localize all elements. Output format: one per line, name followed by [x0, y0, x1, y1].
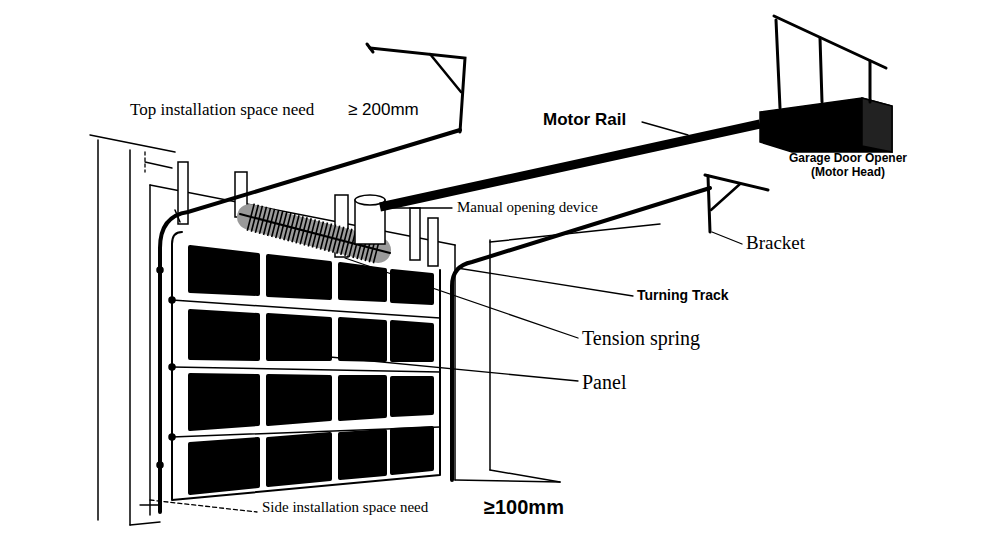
- dimension-value: ≥100mm: [484, 496, 564, 519]
- part-label: Turning Track: [637, 287, 729, 303]
- dimension-note: Top installation space need: [130, 100, 314, 120]
- part-label: Garage Door Opener (Motor Head): [781, 152, 915, 180]
- part-label: Motor Rail: [543, 110, 626, 130]
- part-label: Tension spring: [582, 327, 700, 350]
- part-label: Bracket: [746, 232, 805, 254]
- dimension-note: Side installation space need: [262, 499, 428, 516]
- part-label: Panel: [582, 371, 626, 394]
- dimension-value: ≥ 200mm: [348, 100, 419, 120]
- part-label: Manual opening device: [457, 199, 598, 216]
